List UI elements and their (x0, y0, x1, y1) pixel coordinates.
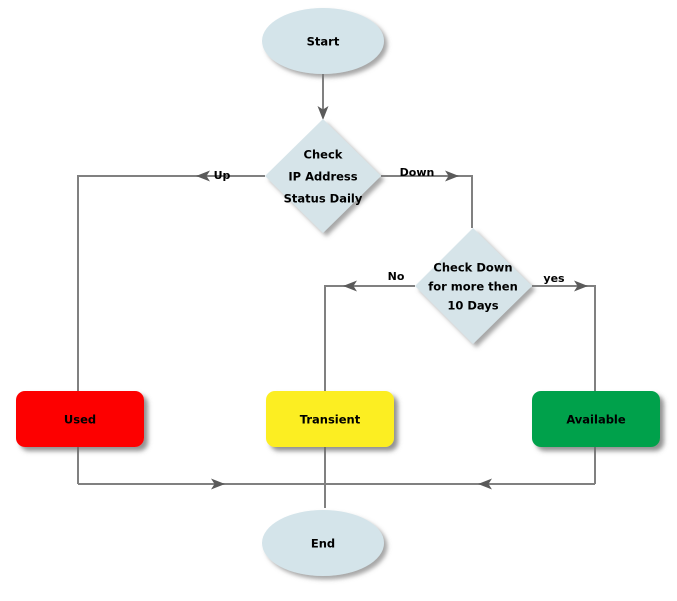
decision-status-line2: IP Address (288, 170, 357, 184)
transient-label: Transient (300, 413, 361, 427)
end-ellipse-shape (262, 510, 384, 576)
used-rect-shape (16, 391, 144, 447)
available-label: Available (566, 413, 626, 427)
node-decision-down[interactable]: Check Down for more then 10 Days (415, 228, 532, 344)
decision-down-diamond-shape (415, 228, 532, 344)
arrowhead-start-to-decision-status (317, 106, 329, 120)
end-label: End (311, 537, 335, 551)
available-rect-shape (532, 391, 660, 447)
arrowhead-rail-left-to-end (211, 478, 225, 490)
decision-status-line1: Check (304, 148, 343, 162)
connector-no-branch (324, 285, 415, 391)
arrowhead-down-branch (445, 170, 459, 182)
start-label: Start (307, 35, 340, 49)
node-end[interactable]: End (262, 510, 384, 576)
arrowhead-rail-right-to-end (478, 478, 492, 490)
used-label: Used (64, 413, 96, 427)
node-start[interactable]: Start (262, 8, 384, 74)
transient-rect-shape (266, 391, 394, 447)
edge-label-yes: yes (543, 272, 565, 285)
decision-down-line2: for more then (428, 280, 518, 294)
arrowhead-no-branch (343, 280, 357, 292)
node-transient[interactable]: Transient (266, 391, 394, 447)
decision-down-line1: Check Down (433, 261, 512, 275)
node-decision-status[interactable]: Check IP Address Status Daily (265, 119, 381, 233)
edge-label-down: Down (400, 166, 435, 179)
decision-status-diamond-shape (265, 119, 381, 233)
edge-label-up: Up (214, 169, 231, 182)
arrowhead-up-branch (196, 170, 210, 182)
arrowhead-yes-branch (574, 280, 588, 292)
decision-status-line3: Status Daily (284, 192, 363, 206)
node-available[interactable]: Available (532, 391, 660, 447)
connector-down-branch (381, 175, 473, 228)
start-ellipse-shape (262, 8, 384, 74)
connector-yes-branch (532, 285, 596, 391)
edge-label-no: No (388, 270, 405, 283)
node-used[interactable]: Used (16, 391, 144, 447)
decision-down-line3: 10 Days (447, 299, 498, 313)
